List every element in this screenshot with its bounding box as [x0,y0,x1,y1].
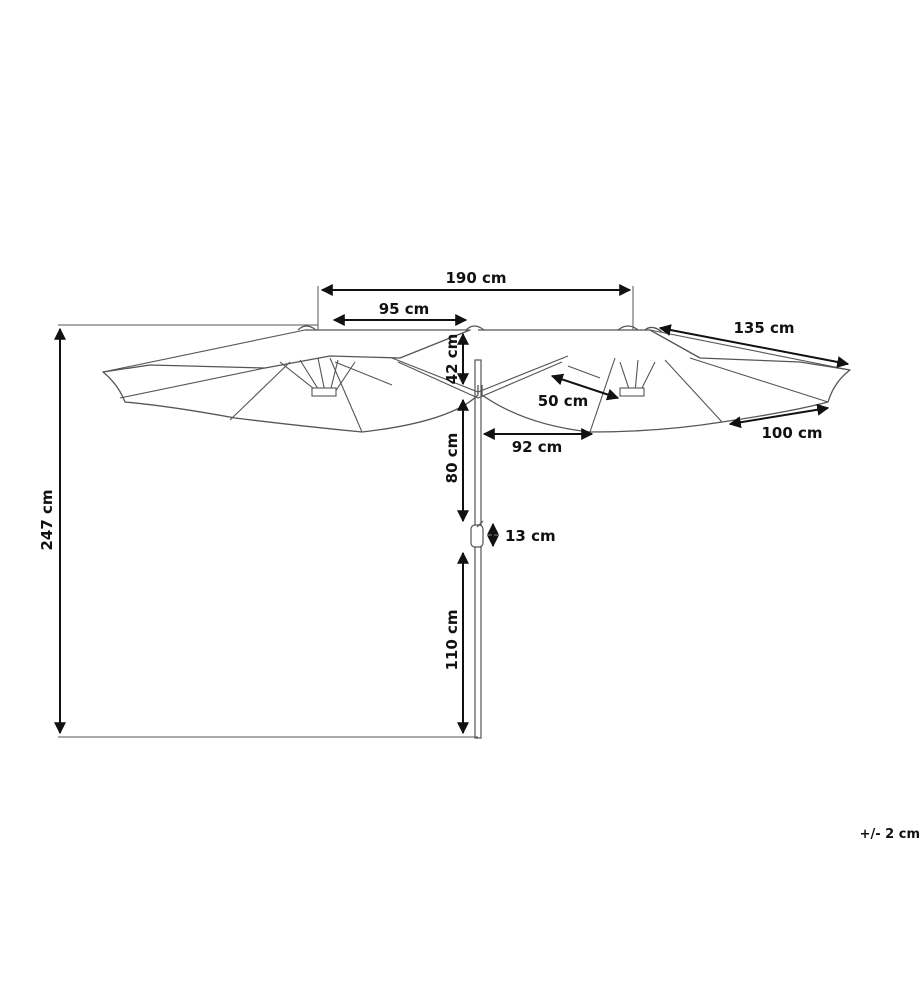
dimension-labels: 190 cm 95 cm 135 cm 50 cm 100 cm 92 cm 1… [38,269,920,842]
label-110cm: 110 cm [443,609,461,670]
extension-lines [58,286,634,738]
label-42cm: 42 cm [443,334,461,385]
right-canopy [478,325,851,433]
label-190cm: 190 cm [445,269,506,287]
arrow-135cm [658,324,850,368]
label-80cm: 80 cm [443,433,461,484]
arrow-50cm [550,373,620,401]
label-50cm: 50 cm [538,392,589,410]
label-135cm: 135 cm [733,319,794,337]
label-13cm: 13 cm [505,527,556,545]
central-arms [391,325,569,399]
dimension-arrows [54,284,850,735]
label-247cm: 247 cm [38,489,56,550]
label-100cm: 100 cm [761,424,822,442]
umbrella-drawing [102,325,851,739]
label-95cm: 95 cm [379,300,430,318]
crank-handle [470,520,484,548]
pole [474,359,482,739]
left-canopy [102,325,479,433]
tolerance-note: +/- 2 cm [860,827,920,842]
arrow-100cm [728,403,830,429]
label-92cm: 92 cm [512,438,563,456]
